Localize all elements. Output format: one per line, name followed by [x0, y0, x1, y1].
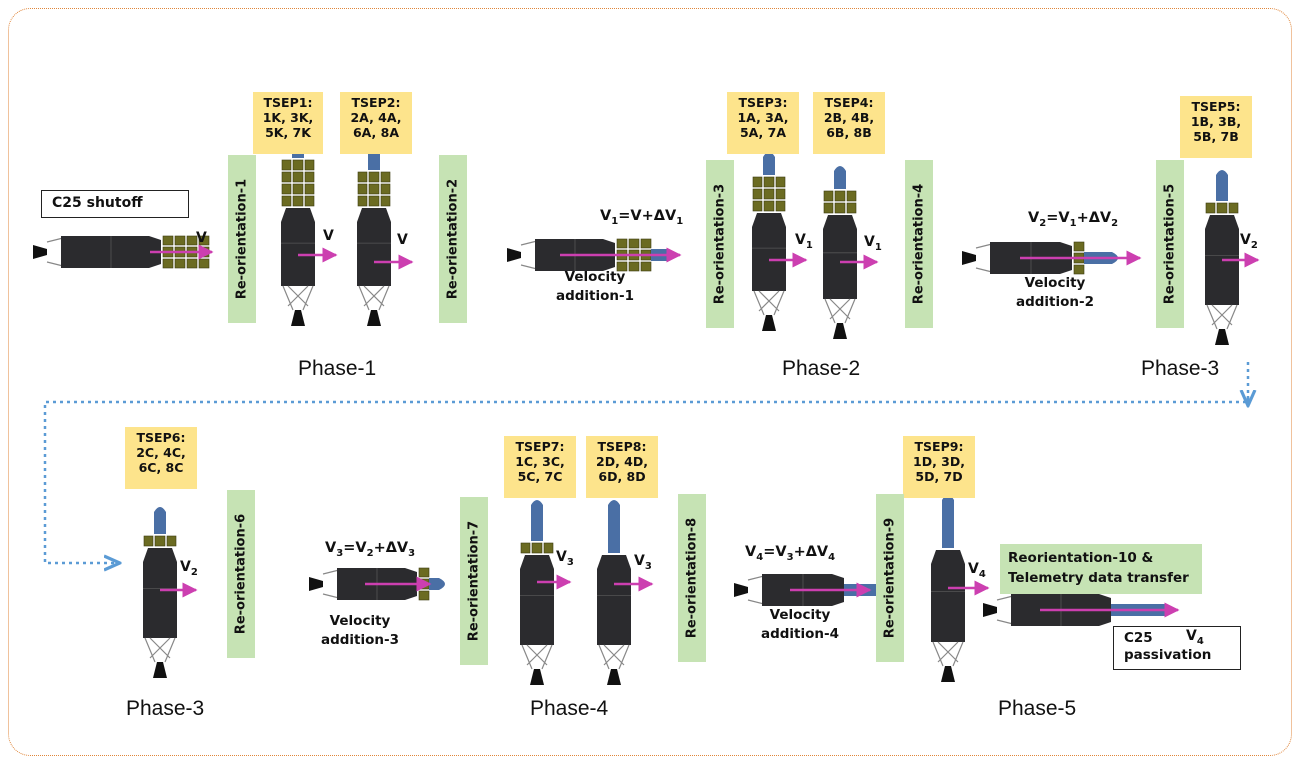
vehicle-tsep6	[143, 507, 177, 678]
tsep4-label: TSEP4: 2B, 4B, 6B, 8B	[813, 92, 885, 154]
tsep9-label: TSEP9: 1D, 3D, 5D, 7D	[903, 436, 975, 498]
vehicle-tsep9	[931, 495, 965, 682]
velocity-addition-3: Velocity addition-3	[320, 613, 400, 648]
equation-v3: V3=V2+ΔV3	[325, 540, 416, 559]
tsep6-label: TSEP6: 2C, 4C, 6C, 8C	[125, 427, 197, 489]
phase-label-2: Phase-2	[782, 357, 861, 380]
tsep8-label: TSEP8: 2D, 4D, 6D, 8D	[586, 436, 658, 498]
reorientation-4: Re-orientation-4	[905, 160, 933, 328]
tsep3-label: TSEP3: 1A, 3A, 5A, 7A	[727, 92, 799, 154]
vehicle-tsep3	[752, 152, 786, 331]
reorientation-6: Re-orientation-6	[227, 490, 255, 658]
diagram-frame	[8, 8, 1292, 756]
vehicle-tsep8	[597, 500, 631, 685]
tsep7-label: TSEP7: 1C, 3C, 5C, 7C	[504, 436, 576, 498]
reorientation-10-label: Reorientation-10 & Telemetry data transf…	[1000, 544, 1202, 594]
phase-label-5: Phase-5	[998, 697, 1077, 720]
velocity-addition-4: Velocity addition-4	[760, 607, 840, 642]
v-label-shutoff: V	[196, 230, 207, 246]
velocity-addition-2: Velocity addition-2	[1015, 275, 1095, 310]
v4-label-tsep9: V4	[968, 561, 986, 580]
v1-label-tsep4: V1	[864, 234, 882, 253]
equation-v1: V1=V+ΔV1	[600, 208, 684, 227]
v2-label-tsep6: V2	[180, 559, 198, 578]
reorientation-1: Re-orientation-1	[228, 155, 256, 323]
v4-label-final: V4	[1186, 628, 1204, 647]
phase-label-4: Phase-4	[530, 697, 609, 720]
reorientation-9: Re-orientation-9	[876, 494, 904, 662]
phase-label-3-bottom: Phase-3	[126, 697, 205, 720]
reorientation-8: Re-orientation-8	[678, 494, 706, 662]
v-label-tsep1: V	[323, 228, 334, 244]
c25-shutoff-label: C25 shutoff	[41, 190, 189, 218]
reorientation-3: Re-orientation-3	[706, 160, 734, 328]
vehicle-tsep5	[1205, 170, 1239, 345]
tsep2-label: TSEP2: 2A, 4A, 6A, 8A	[340, 92, 412, 154]
v-label-tsep2: V	[397, 232, 408, 248]
tsep5-label: TSEP5: 1B, 3B, 5B, 7B	[1180, 96, 1252, 158]
tsep1-label: TSEP1: 1K, 3K, 5K, 7K	[253, 92, 323, 154]
v2-label-tsep5: V2	[1240, 232, 1258, 251]
phase-label-3-top: Phase-3	[1141, 357, 1220, 380]
c25-passivation-label: C25 passivation	[1113, 626, 1241, 670]
reorientation-7: Re-orientation-7	[460, 497, 488, 665]
equation-v2: V2=V1+ΔV2	[1028, 210, 1119, 229]
v1-label-tsep3: V1	[795, 232, 813, 251]
vehicle-tsep2	[357, 145, 391, 326]
vehicle-tsep7	[520, 500, 554, 685]
velocity-addition-1: Velocity addition-1	[555, 269, 635, 304]
reorientation-5: Re-orientation-5	[1156, 160, 1184, 328]
flow-connector	[43, 362, 1250, 563]
equation-v4: V4=V3+ΔV4	[745, 544, 836, 563]
phase-label-1: Phase-1	[298, 357, 377, 380]
vehicle-tsep1	[281, 135, 315, 326]
v3-label-tsep8: V3	[634, 553, 652, 572]
vehicle-tsep4	[823, 166, 857, 339]
v3-label-tsep7: V3	[556, 549, 574, 568]
reorientation-2: Re-orientation-2	[439, 155, 467, 323]
